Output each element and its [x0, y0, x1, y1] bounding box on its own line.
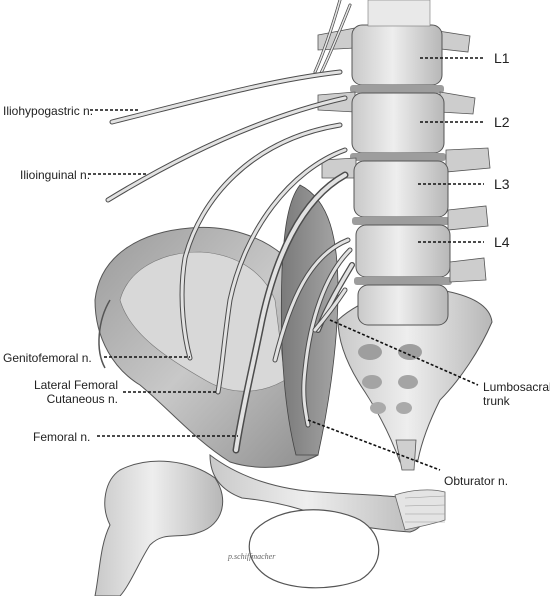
- lumbar-spine: [317, 0, 491, 326]
- obturator-foramen: [248, 509, 380, 589]
- label-lumbosacral-trunk: Lumbosacral trunk: [483, 380, 550, 408]
- femur: [94, 460, 224, 596]
- leader-obturator: [307, 419, 441, 471]
- pubic-symphysis: [394, 489, 446, 531]
- label-obturator: Obturator n.: [444, 474, 509, 488]
- label-lateral-femoral-cutaneous: Lateral Femoral Cutaneous n.: [33, 378, 118, 406]
- iliac-crest-rim: [98, 299, 111, 369]
- label-l3: L3: [494, 176, 510, 192]
- label-l1: L1: [494, 50, 510, 66]
- pubis: [209, 453, 426, 533]
- nerves: [105, 0, 355, 454]
- label-l4: L4: [494, 234, 510, 250]
- psoas-muscle: [280, 184, 339, 456]
- label-l2: L2: [494, 114, 510, 130]
- label-femoral: Femoral n.: [33, 430, 91, 444]
- label-genitofemoral: Genitofemoral n.: [3, 351, 92, 365]
- leader-lines: [88, 57, 484, 471]
- leader-lumbosacral: [329, 319, 479, 386]
- label-ilioinguinal: Ilioinguinal n.: [20, 168, 91, 182]
- coccyx: [395, 439, 417, 471]
- artist-signature: p.schiffmacher: [228, 552, 276, 561]
- label-iliohypogastric: Iliohypogastric n.: [3, 104, 94, 118]
